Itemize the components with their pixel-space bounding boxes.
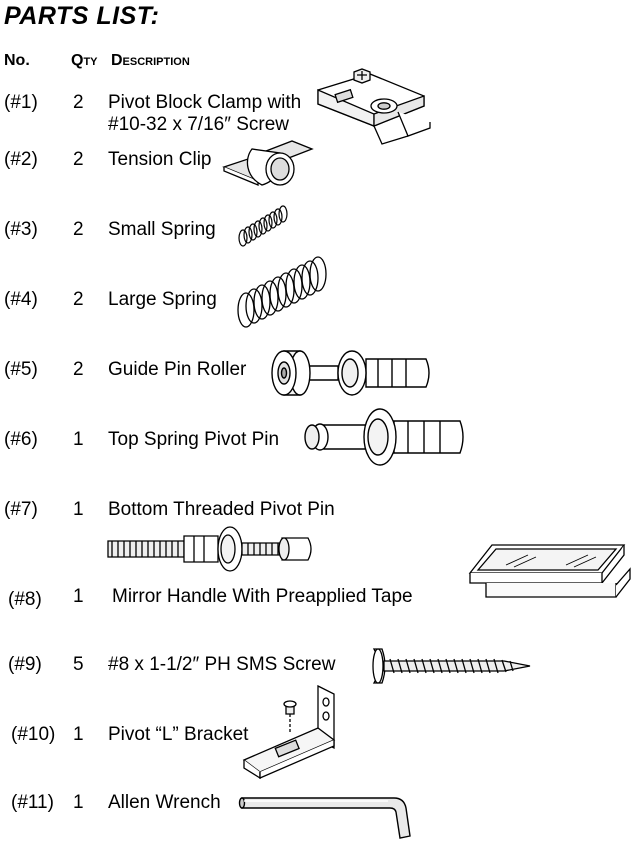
part-number: (#6) bbox=[4, 429, 38, 450]
part-qty: 2 bbox=[73, 219, 84, 240]
part-qty: 2 bbox=[73, 289, 84, 310]
page-title: PARTS LIST: bbox=[4, 2, 160, 30]
mirror-handle-icon bbox=[466, 543, 632, 609]
part-qty: 5 bbox=[73, 654, 84, 675]
part-number: (#1) bbox=[4, 92, 38, 113]
header-qty: Qty bbox=[71, 52, 98, 69]
part-description: #8 x 1-1/2″ PH SMS Screw bbox=[108, 654, 336, 675]
header-description: Description bbox=[111, 52, 190, 69]
part-description: Top Spring Pivot Pin bbox=[108, 429, 280, 450]
part-number: (#9) bbox=[8, 654, 42, 675]
part-qty: 1 bbox=[73, 429, 84, 450]
allen-wrench-icon bbox=[238, 788, 418, 844]
part-number: (#2) bbox=[4, 149, 38, 170]
part-description: Tension Clip bbox=[108, 149, 212, 170]
part-qty: 1 bbox=[73, 499, 84, 520]
part-description-line: #10-32 x 7/16″ Screw bbox=[108, 114, 289, 135]
part-qty: 2 bbox=[73, 359, 84, 380]
part-description: Mirror Handle With Preapplied Tape bbox=[112, 586, 413, 607]
part-qty: 1 bbox=[73, 792, 84, 813]
part-number: (#11) bbox=[11, 792, 54, 813]
part-description: Guide Pin Roller bbox=[108, 359, 247, 380]
pivot-block-clamp-icon bbox=[312, 66, 434, 152]
large-spring-icon bbox=[232, 254, 330, 334]
header-no: No. bbox=[4, 52, 30, 69]
part-number: (#10) bbox=[11, 724, 56, 745]
part-number: (#4) bbox=[4, 289, 38, 310]
small-spring-icon bbox=[234, 202, 294, 250]
part-qty: 1 bbox=[73, 724, 84, 745]
part-number: (#3) bbox=[4, 219, 38, 240]
top-spring-pivot-pin-icon bbox=[298, 405, 468, 469]
part-qty: 1 bbox=[73, 586, 84, 607]
part-qty: 2 bbox=[73, 92, 84, 113]
part-description: Pivot Block Clamp with #10-32 x 7/16″ Sc… bbox=[108, 92, 301, 136]
guide-pin-roller-icon bbox=[266, 345, 434, 401]
pivot-l-bracket-icon bbox=[240, 682, 344, 782]
part-qty: 2 bbox=[73, 149, 84, 170]
part-number: (#7) bbox=[4, 499, 38, 520]
part-number: (#8) bbox=[8, 589, 42, 610]
tension-clip-icon bbox=[222, 137, 314, 193]
part-description: Large Spring bbox=[108, 289, 217, 310]
bottom-threaded-pivot-pin-icon bbox=[102, 524, 318, 574]
part-description: Allen Wrench bbox=[108, 792, 221, 813]
part-description: Pivot “L” Bracket bbox=[108, 724, 249, 745]
part-description: Bottom Threaded Pivot Pin bbox=[108, 499, 335, 520]
part-description-line: Pivot Block Clamp with bbox=[108, 92, 302, 113]
part-description: Small Spring bbox=[108, 219, 216, 240]
part-number: (#5) bbox=[4, 359, 38, 380]
sms-screw-icon bbox=[370, 647, 534, 685]
